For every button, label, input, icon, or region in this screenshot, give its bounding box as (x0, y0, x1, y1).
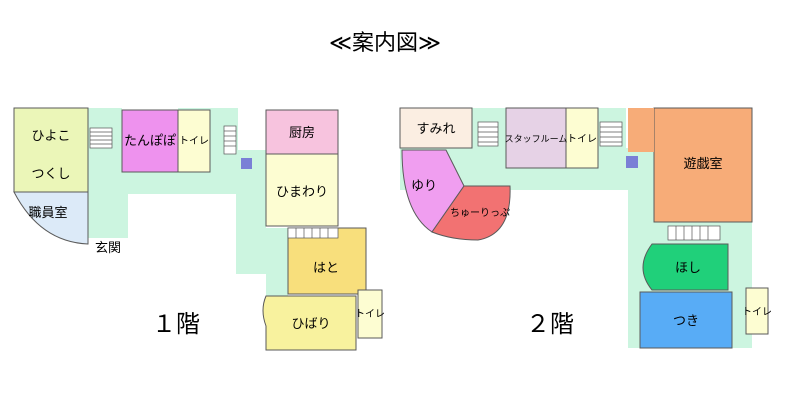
label-entrance: 玄関 (95, 241, 121, 256)
label-hibari: ひばり (291, 317, 330, 332)
label-toilet-2a: トイレ (567, 134, 597, 145)
room-hiyoko-tsukushi (13, 107, 89, 193)
floor2-label: ２階 (526, 310, 574, 338)
room-staff (505, 107, 567, 169)
elevator-2-square (626, 156, 638, 168)
room-tsuki (639, 291, 733, 349)
label-hato: はと (313, 261, 339, 276)
corridor-1-right (236, 150, 266, 274)
corridor-1-bottom-left (266, 256, 288, 296)
label-toilet-1b: トイレ (355, 309, 385, 320)
label-tsuki: つき (673, 314, 699, 329)
label-kitchen: 厨房 (289, 125, 315, 141)
stairs-1a (89, 127, 113, 149)
stairs-2a (477, 121, 499, 147)
room-kitchen (265, 109, 339, 155)
room-tanpopo (121, 109, 179, 173)
room-yugi (653, 107, 753, 223)
label-tulip: ちゅーりっぷ (450, 207, 510, 219)
room-hibari (262, 295, 357, 351)
stairs-1c (287, 227, 339, 239)
room-hoshi (642, 243, 729, 291)
room-sumire (399, 107, 473, 149)
room-toilet-1a (177, 109, 211, 173)
room-toilet-2b (745, 287, 769, 335)
room-yugi-annex (628, 108, 654, 152)
corridor-1-entrance (88, 194, 128, 238)
room-toilet-2a (565, 107, 599, 169)
room-tulip (431, 185, 511, 241)
label-toilet-1a: トイレ (179, 136, 209, 147)
room-shokuin (13, 191, 89, 245)
room-himawari (265, 153, 339, 227)
label-hiyoko: ひよこ (31, 129, 70, 144)
room-toilet-1b (357, 289, 383, 339)
floor1-plan: ひよこ つくし 職員室 たんぽぽ トイレ 厨房 ひまわり はと ひばり トイレ … (13, 107, 385, 351)
elevator-1-square (241, 158, 252, 169)
label-sumire: すみれ (416, 122, 455, 137)
room-hato (287, 227, 367, 295)
page-title: ≪案内図≫ (329, 31, 441, 56)
stairs-1b (223, 125, 237, 155)
corridor-1-main (88, 172, 256, 194)
label-hoshi: ほし (675, 261, 701, 276)
stairs-2c (667, 225, 721, 241)
label-tsukushi: つくし (31, 167, 70, 182)
label-yuri: ゆり (411, 179, 437, 194)
label-toilet-2b: トイレ (742, 307, 772, 318)
label-shokuin: 職員室 (28, 205, 67, 221)
floor1-label: １階 (152, 310, 200, 338)
label-tanpopo: たんぽぽ (124, 134, 176, 149)
label-staff: スタッフルーム (505, 134, 568, 145)
label-himawari: ひまわり (276, 185, 328, 200)
stairs-2b (599, 121, 623, 147)
label-yugi: 遊戯室 (683, 156, 722, 172)
floor2-plan: すみれ スタッフルーム トイレ 遊戯室 ゆり ちゅーりっぷ ほし つき トイレ … (399, 107, 772, 349)
